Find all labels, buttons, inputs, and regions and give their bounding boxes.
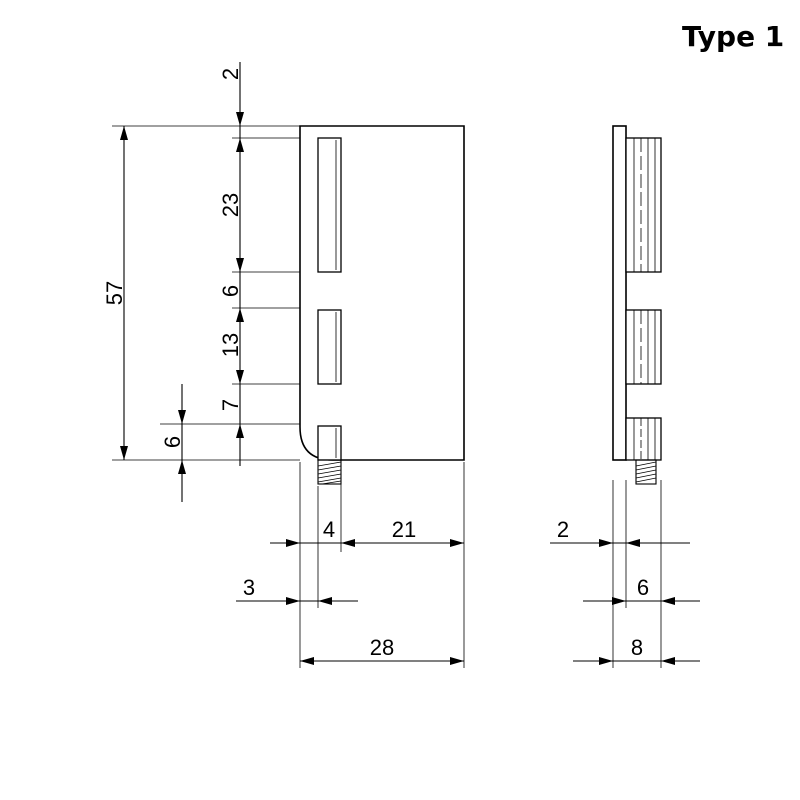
side-block-3 — [625, 417, 662, 461]
dim-top-gap: 2 — [218, 68, 243, 80]
dim-bottom-offset: 6 — [160, 436, 185, 448]
dim-slot-offset: 4 — [323, 517, 335, 542]
dim-gap2: 7 — [218, 399, 243, 411]
side-back-plate — [612, 125, 627, 461]
front-vertical-dimensions: 2 23 6 13 7 — [112, 62, 300, 466]
front-threaded-pin — [317, 459, 342, 485]
side-threaded-pin — [635, 459, 657, 485]
side-block-2 — [625, 309, 662, 385]
side-block-1 — [625, 137, 662, 273]
dim-slot-width: 3 — [243, 575, 255, 600]
front-slot-1 — [317, 137, 342, 273]
dim-slot1-height: 23 — [218, 193, 243, 217]
dim-plate-thickness: 2 — [557, 517, 569, 542]
dim-gap1: 6 — [218, 285, 243, 297]
front-horizontal-dimensions: 4 21 3 28 — [236, 462, 465, 668]
front-view — [299, 125, 465, 485]
dim-total-depth: 8 — [631, 635, 643, 660]
front-slot-2 — [317, 309, 342, 385]
side-view — [612, 125, 662, 485]
dim-overall-width: 28 — [370, 635, 394, 660]
front-overall-height: 57 — [102, 126, 128, 460]
drawing-title: Type 1 — [682, 20, 784, 53]
dim-pin-depth: 6 — [637, 575, 649, 600]
dim-slot-to-edge: 21 — [392, 517, 416, 542]
front-slot-3 — [317, 425, 342, 461]
front-bottom-offset: 6 — [160, 384, 186, 502]
dim-overall-height: 57 — [102, 281, 127, 305]
side-dimensions: 2 6 8 — [550, 480, 700, 668]
dim-slot2-height: 13 — [218, 333, 243, 357]
